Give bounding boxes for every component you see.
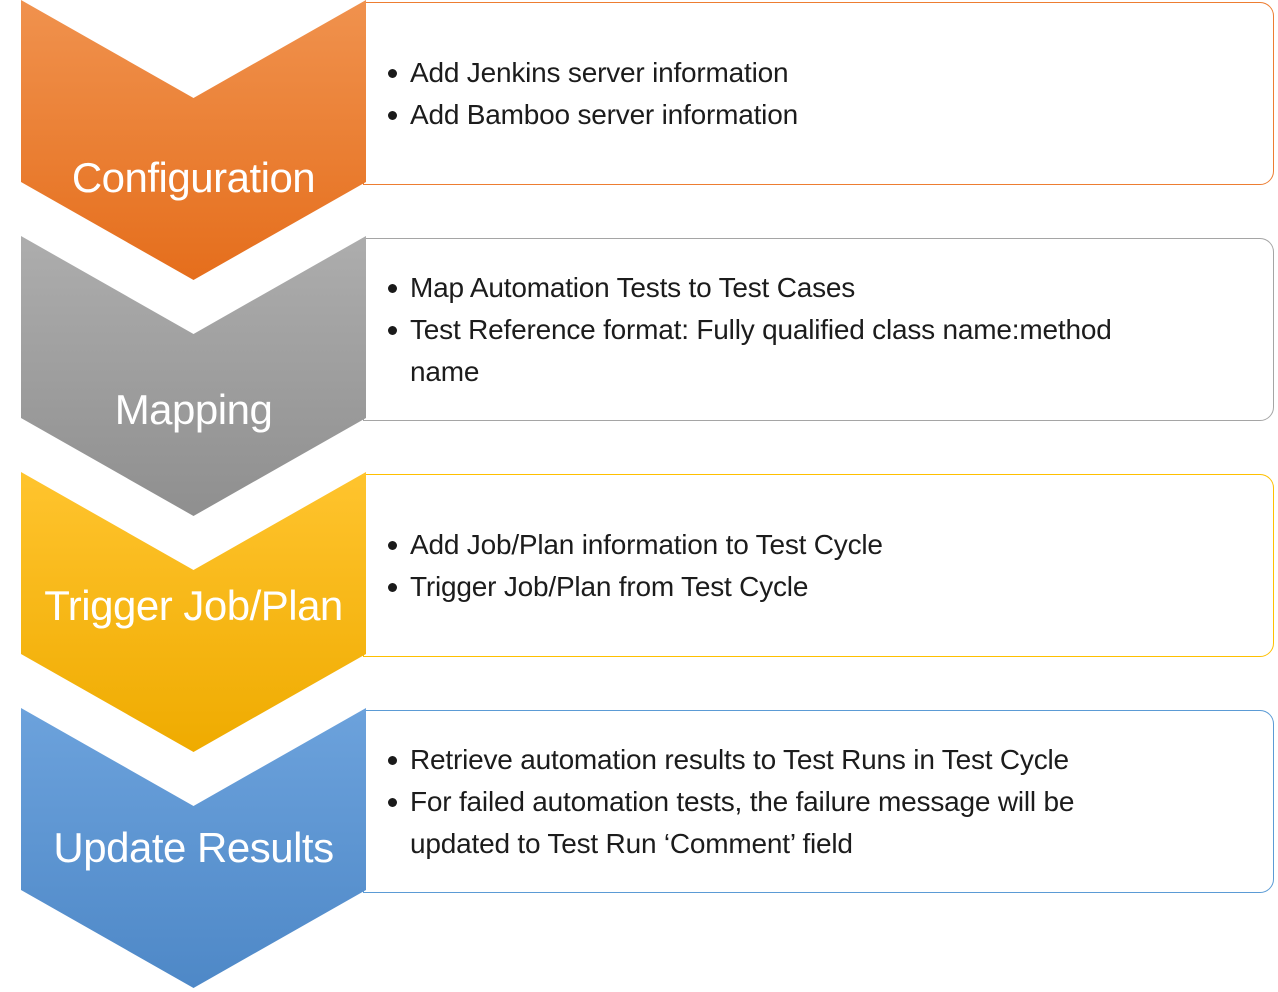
bullet-dot: [388, 582, 397, 592]
chevron-svg: [21, 472, 366, 752]
bullet-text: Retrieve automation results to Test Runs…: [410, 743, 1069, 775]
bullet-text: Add Job/Plan information to Test Cycle: [410, 528, 883, 560]
bullet-item: Test Reference format: Fully qualified c…: [388, 309, 1239, 393]
bullet-dot: [388, 110, 397, 120]
bullet-item: Add Bamboo server information: [388, 94, 1239, 136]
bullet-text: Map Automation Tests to Test Cases: [410, 271, 856, 303]
bullet-item: Map Automation Tests to Test Cases: [388, 267, 1239, 309]
bullet-text: For failed automation tests, the failure…: [410, 785, 1075, 859]
chevron-svg: [21, 0, 366, 280]
step-detail-box: Retrieve automation results to Test Runs…: [363, 710, 1274, 893]
bullet-dot: [388, 755, 397, 765]
chevron-polygon-update-results: [21, 708, 366, 988]
bullet-dot: [388, 68, 397, 78]
chevron-polygon-configuration: [21, 0, 366, 280]
chevron-polygon-mapping: [21, 236, 366, 516]
bullet-dot: [388, 797, 397, 807]
step-detail-box: Add Jenkins server information Add Bambo…: [363, 2, 1274, 185]
chevron-label: Configuration: [71, 154, 316, 201]
chevron-shape: Trigger Job/Plan: [21, 472, 366, 752]
bullet-dot: [388, 540, 397, 550]
bullet-item: Retrieve automation results to Test Runs…: [388, 739, 1239, 781]
chevron-shape: Mapping: [21, 236, 366, 516]
bullet-dot: [388, 325, 397, 335]
bullet-text: Add Bamboo server information: [410, 98, 798, 130]
bullet-item: Add Job/Plan information to Test Cycle: [388, 524, 1239, 566]
chevron-shape: Configuration: [21, 0, 366, 280]
bullet-item: Add Jenkins server information: [388, 52, 1239, 94]
chevron-label: Mapping: [114, 386, 273, 433]
step-detail-box: Add Job/Plan information to Test Cycle T…: [363, 474, 1274, 657]
chevron-label: Update Results: [53, 824, 334, 871]
bullet-item: Trigger Job/Plan from Test Cycle: [388, 566, 1239, 608]
step-detail-box: Map Automation Tests to Test Cases Test …: [363, 238, 1274, 421]
chevron-svg: [21, 708, 366, 988]
bullet-text: Add Jenkins server information: [410, 56, 789, 88]
bullet-text: Trigger Job/Plan from Test Cycle: [410, 570, 809, 602]
bullet-item: For failed automation tests, the failure…: [388, 781, 1239, 865]
chevron-shape: Update Results: [21, 708, 366, 988]
bullet-dot: [388, 283, 397, 293]
chevron-svg: [21, 236, 366, 516]
chevron-polygon-trigger-job-plan: [21, 472, 366, 752]
chevron-label: Trigger Job/Plan: [44, 582, 343, 629]
bullet-text: Test Reference format: Fully qualified c…: [410, 313, 1112, 387]
